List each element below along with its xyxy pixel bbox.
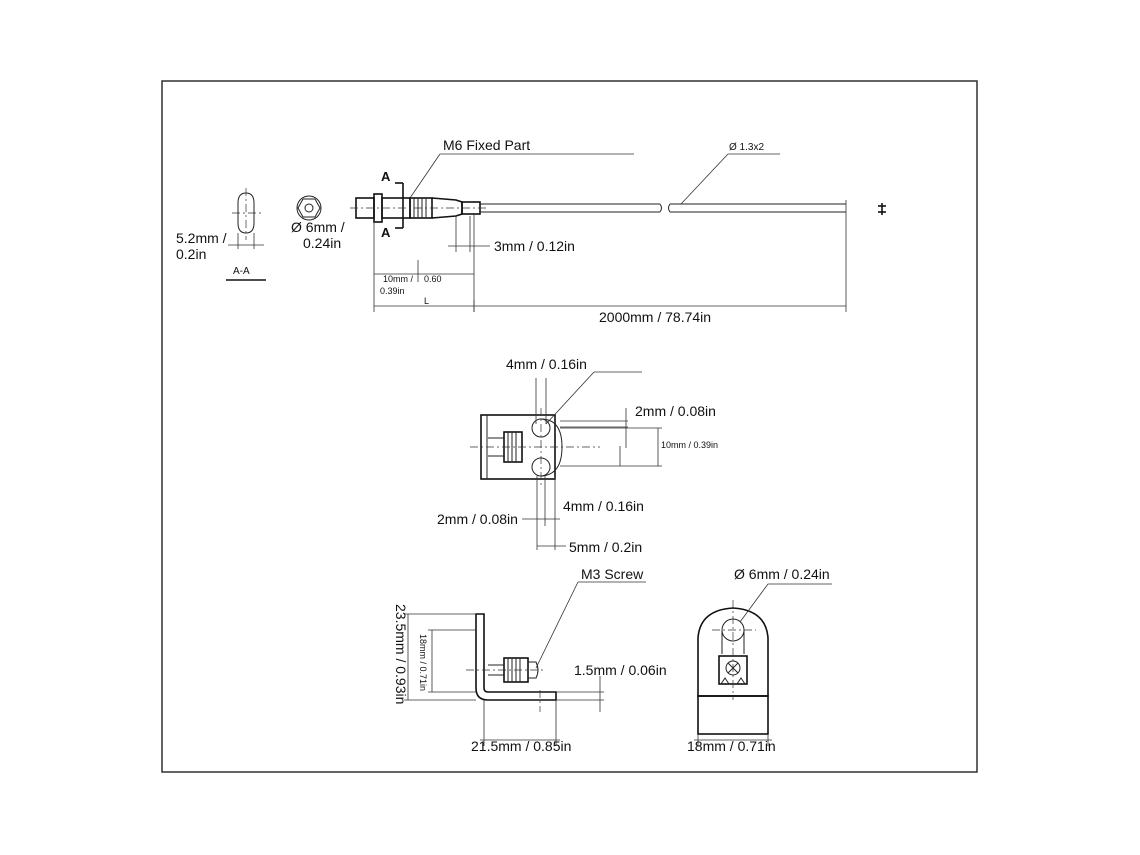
label-top-4mm: 4mm / 0.16in	[506, 356, 587, 372]
label-L: L	[424, 296, 429, 306]
drawing-border	[161, 80, 978, 773]
section-marker-a-top: A	[381, 169, 391, 184]
fiber-cable	[480, 200, 847, 312]
label-18mm-height: 18mm / 0.71in	[418, 634, 428, 691]
l-bracket-side-view: M3 Screw 23.5mm / 0.93in 18mm / 0.71in 1…	[393, 566, 667, 754]
sensor-side-view: 5.2mm / 0.2in A-A Ø 6mm / 0.24in A A	[176, 137, 886, 325]
label-top-10mm: 10mm / 0.39in	[661, 440, 718, 450]
label-mid-5mm: 5mm / 0.2in	[569, 539, 642, 555]
label-top-2mm: 2mm / 0.08in	[635, 403, 716, 419]
label-1-5mm: 1.5mm / 0.06in	[574, 662, 667, 678]
label-5-2mm-in: 0.2in	[176, 246, 206, 262]
sensor-body	[350, 193, 486, 223]
label-23-5mm: 23.5mm / 0.93in	[393, 604, 409, 704]
label-mid-4mm: 4mm / 0.16in	[563, 498, 644, 514]
label-3mm: 3mm / 0.12in	[494, 238, 575, 254]
label-dia-6mm-in: 0.24in	[303, 235, 341, 251]
label-m6-fixed-part: M6 Fixed Part	[443, 137, 530, 153]
label-10mm: 10mm /	[383, 274, 414, 284]
flat-bracket-body	[470, 408, 600, 486]
leader-m6	[409, 153, 441, 199]
l-bracket-body	[466, 613, 557, 712]
label-18mm-width: 18mm / 0.71in	[687, 738, 776, 754]
label-0-60: 0.60	[424, 274, 442, 284]
label-21-5mm: 21.5mm / 0.85in	[471, 738, 571, 754]
label-2000mm: 2000mm / 78.74in	[599, 309, 711, 325]
flat-bracket-view: 4mm / 0.16in 2mm / 0.08in 10mm / 0.39in …	[437, 356, 718, 555]
label-dia-6mm-bracket: Ø 6mm / 0.24in	[734, 566, 830, 582]
leader-cable-diameter	[680, 153, 729, 205]
label-10mm-in: 0.39in	[380, 286, 405, 296]
cable-end-symbol	[878, 203, 886, 215]
bracket-front-view: Ø 6mm / 0.24in 18mm / 0.71in	[687, 566, 832, 754]
bracket-front-body	[697, 600, 769, 735]
label-mid-2mm: 2mm / 0.08in	[437, 511, 518, 527]
label-section-aa: A-A	[233, 266, 250, 277]
label-5-2mm: 5.2mm /	[176, 230, 227, 246]
label-dia-6mm: Ø 6mm /	[291, 219, 345, 235]
section-aa-profile	[226, 188, 266, 281]
label-cable-diameter: Ø 1.3x2	[729, 142, 764, 153]
end-view-circle	[296, 195, 322, 221]
label-m3-screw: M3 Screw	[581, 566, 644, 582]
section-marker-a-bottom: A	[381, 225, 391, 240]
